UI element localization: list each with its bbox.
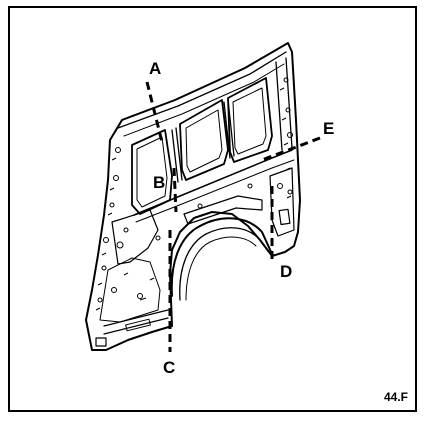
label-c: C (163, 358, 176, 377)
rear-pillar (275, 57, 293, 151)
sill-strip (103, 309, 169, 335)
front-window-inner (136, 136, 168, 208)
cut-line-e (261, 136, 321, 162)
wheel-arch-lip (185, 236, 257, 301)
middle-window-inner (185, 109, 223, 173)
wheel-arch-inner (179, 227, 261, 301)
rear-access-hole (278, 208, 291, 226)
arch-reinforcement (183, 195, 263, 225)
panel-hatching (95, 87, 292, 311)
label-b: B (153, 173, 166, 192)
sill-hole (125, 318, 151, 332)
diagram-frame (8, 6, 417, 412)
c-pillar (223, 99, 235, 159)
belt-line-lower (135, 159, 295, 223)
middle-window-frame (179, 99, 229, 181)
rear-lower-panel (269, 167, 295, 237)
front-lower-cut (99, 257, 161, 323)
cut-line-b (172, 167, 178, 213)
rear-window-inner (232, 87, 267, 155)
label-d: D (280, 262, 293, 281)
roof-rail-inner (123, 63, 285, 137)
wheel-arch-outer (170, 217, 273, 297)
panel-holes (97, 77, 293, 303)
front-lower-panel (111, 209, 159, 265)
roof-rail (117, 51, 287, 129)
cut-line-a (145, 81, 164, 143)
figure-reference: 44.F (383, 390, 408, 404)
label-a: A (149, 59, 162, 78)
b-pillar (171, 127, 183, 183)
panel-outline (85, 42, 301, 351)
label-e: E (323, 119, 335, 138)
front-access-hole (95, 337, 107, 347)
